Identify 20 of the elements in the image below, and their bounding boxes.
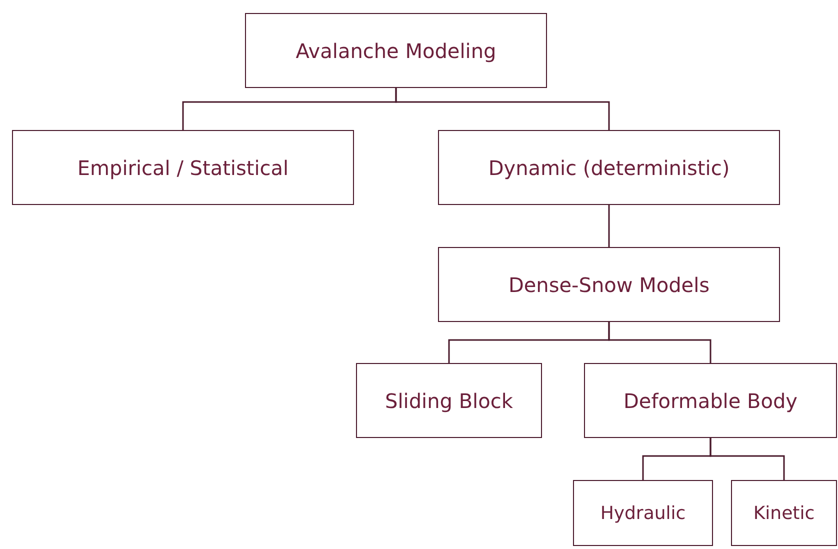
box-label: Dense-Snow Models xyxy=(508,272,710,296)
process-box xyxy=(731,480,837,546)
connector-line xyxy=(608,205,610,247)
box-label: Empirical / Statistical xyxy=(77,156,289,180)
box-label: Deformable Body xyxy=(624,388,798,412)
connector-line xyxy=(710,438,785,480)
connector-line xyxy=(608,322,712,363)
connector-line xyxy=(395,88,610,130)
process-box xyxy=(356,363,542,438)
box-label: Sliding Block xyxy=(385,388,513,412)
process-box xyxy=(12,130,354,205)
process-box xyxy=(573,480,713,546)
process-box xyxy=(438,247,780,322)
box-label: Kinetic xyxy=(753,502,815,524)
box-label: Dynamic (deterministic) xyxy=(488,156,730,180)
box-label: Avalanche Modeling xyxy=(296,38,496,62)
box-label: Hydraulic xyxy=(600,502,686,524)
process-box xyxy=(245,13,547,88)
process-box xyxy=(584,363,837,438)
process-box xyxy=(438,130,780,205)
